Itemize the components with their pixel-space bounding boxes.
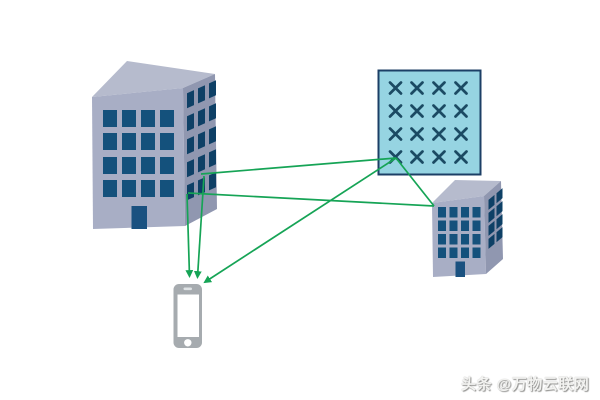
interference-grid-icon — [377, 69, 482, 176]
link-grid-phone — [203, 157, 397, 284]
link-building1-grid — [200, 157, 397, 175]
building-roof — [432, 180, 501, 203]
phone-screen — [177, 294, 199, 337]
building-side-windows — [187, 80, 216, 201]
link-building1-phone-b — [193, 175, 205, 279]
building-roof — [92, 61, 215, 97]
building-door — [455, 261, 465, 277]
office-building-small-icon — [432, 180, 503, 277]
connection-lines — [185, 157, 435, 284]
grid-x-marks — [388, 81, 468, 164]
phone-home-button — [184, 339, 192, 347]
link-grid-building2 — [395, 157, 435, 207]
link-building1-phone-a — [185, 193, 194, 278]
building-front-windows — [103, 110, 174, 197]
phone-speaker — [183, 287, 192, 291]
link-building1-building2 — [187, 192, 435, 207]
office-building-large-icon — [92, 61, 217, 229]
building-door — [131, 206, 147, 229]
building-side-windows — [488, 188, 503, 249]
building-front-windows — [438, 207, 481, 258]
smartphone-icon — [173, 284, 202, 348]
watermark: 头条 @万物云联网 — [461, 376, 590, 393]
